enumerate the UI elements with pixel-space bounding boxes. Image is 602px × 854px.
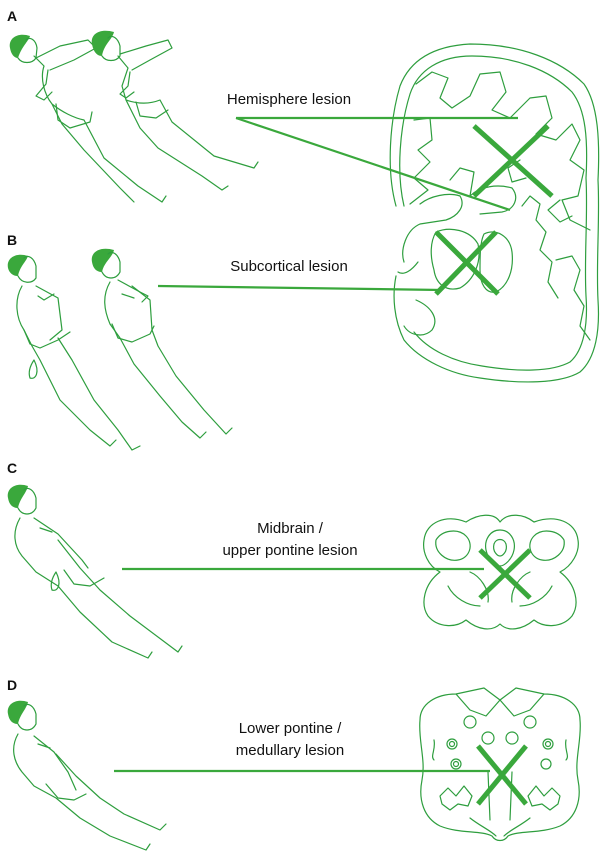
figure-b-left bbox=[8, 255, 140, 450]
lesion-cross-subcortical bbox=[436, 232, 498, 294]
lesion-cross-medullary bbox=[478, 746, 526, 804]
pointer-lines bbox=[114, 118, 518, 771]
figure-a-left bbox=[10, 35, 166, 202]
lesion-cross-hemisphere bbox=[474, 126, 552, 196]
figure-a-right bbox=[92, 31, 258, 190]
figure-c bbox=[8, 485, 182, 658]
pointer-line-subcortical bbox=[158, 286, 442, 290]
pointer-line-hemisphere-2 bbox=[236, 118, 510, 210]
medulla-cross-section bbox=[420, 688, 581, 841]
figure-b-right bbox=[92, 249, 232, 438]
figure-d bbox=[8, 701, 166, 850]
lesion-cross-midbrain bbox=[480, 550, 530, 598]
coronal-brain-section bbox=[390, 44, 598, 382]
